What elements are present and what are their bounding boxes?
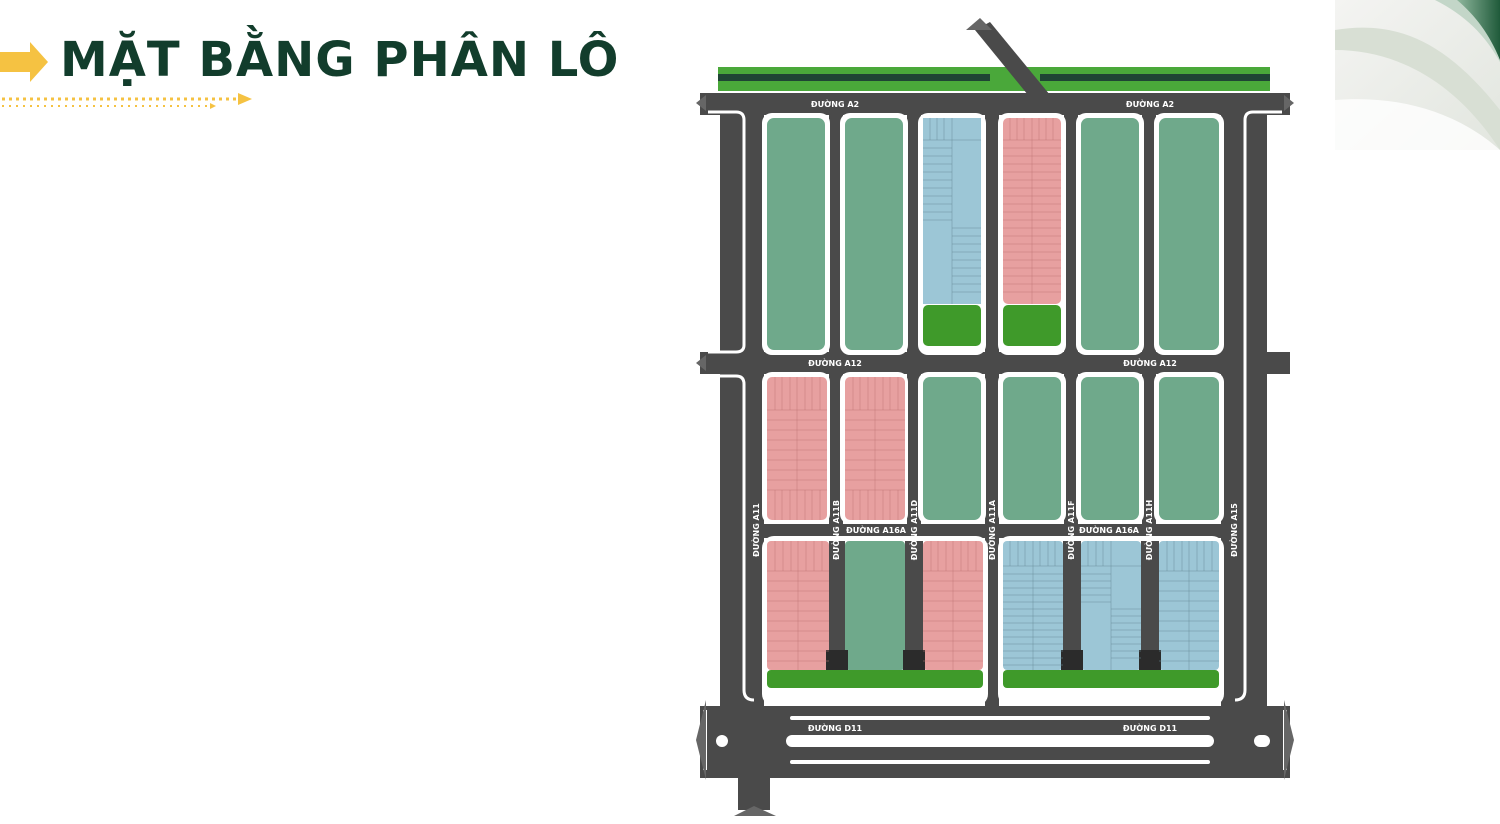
road-label-a2-right: ĐƯỜNG A2 xyxy=(1126,98,1174,109)
title-dotted-arrow xyxy=(2,93,252,109)
road-label-a11f: ĐƯỜNG A11F xyxy=(1065,500,1076,559)
road-label-a16a-left: ĐƯỜNG A16A xyxy=(846,524,907,535)
road-label-a11: ĐƯỜNG A11 xyxy=(750,503,761,557)
road-label-a11b: ĐƯỜNG A11B xyxy=(830,500,841,560)
road-end-markers xyxy=(696,18,1294,816)
road-label-d11-right: ĐƯỜNG D11 xyxy=(1123,722,1178,733)
block-row-1 xyxy=(762,113,1224,355)
site-plan-map: ĐƯỜNG A2 ĐƯỜNG A2 ĐƯỜNG A12 ĐƯỜNG A12 ĐƯ… xyxy=(696,18,1294,816)
road-label-a11a: ĐƯỜNG A11A xyxy=(986,499,997,560)
road-label-a15: ĐƯỜNG A15 xyxy=(1228,503,1239,557)
block-row-3-left xyxy=(762,536,988,706)
page-title: MẶT BẰNG PHÂN LÔ xyxy=(60,32,620,88)
block-row-3-right xyxy=(998,536,1224,706)
road-label-a16a-right: ĐƯỜNG A16A xyxy=(1079,524,1140,535)
d11-median xyxy=(703,710,1287,770)
road-label-a11h: ĐƯỜNG A11H xyxy=(1143,500,1154,560)
road-label-d11-left: ĐƯỜNG D11 xyxy=(808,722,863,733)
road-labels: ĐƯỜNG A2 ĐƯỜNG A2 ĐƯỜNG A12 ĐƯỜNG A12 ĐƯ… xyxy=(750,98,1239,733)
road-label-a11d: ĐƯỜNG A11D xyxy=(908,499,919,560)
top-green-strip xyxy=(718,67,1270,91)
corner-decoration xyxy=(1335,0,1500,150)
road-label-a12-left: ĐƯỜNG A12 xyxy=(808,357,862,368)
road-label-a12-right: ĐƯỜNG A12 xyxy=(1123,357,1177,368)
title-arrow-icon xyxy=(0,42,48,82)
road-edge-lines xyxy=(708,110,1282,702)
road-label-a2-left: ĐƯỜNG A2 xyxy=(811,98,859,109)
block-row-2 xyxy=(762,372,1224,524)
